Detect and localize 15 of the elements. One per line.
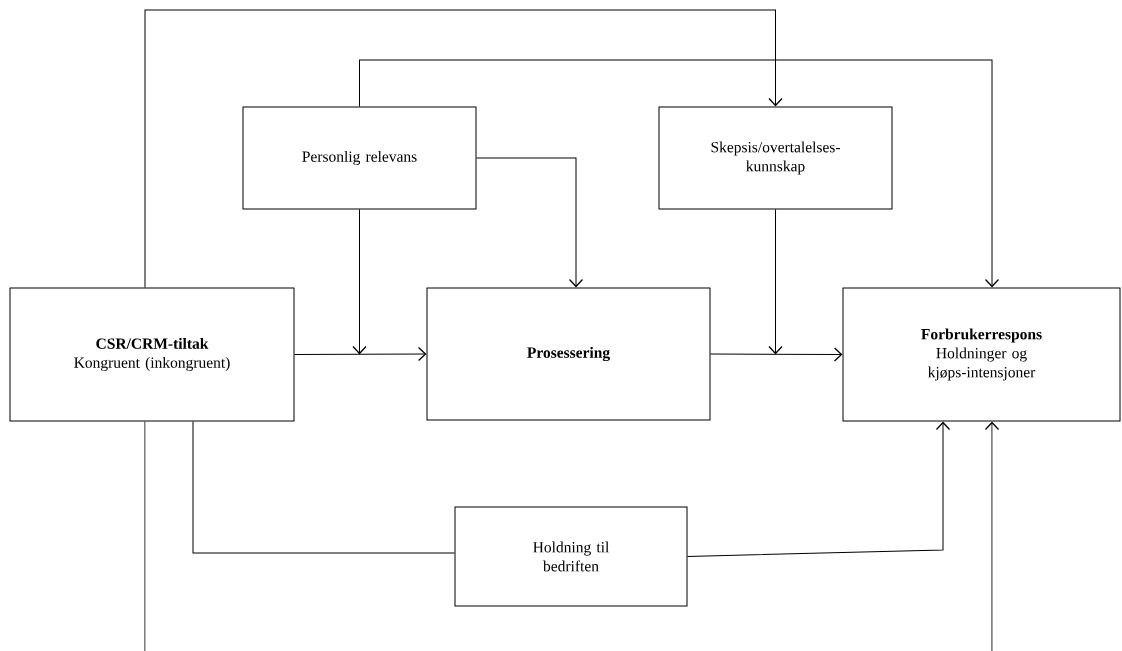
arrow (984, 421, 1000, 651)
arrow (144, 9, 783, 288)
arrow (476, 157, 584, 288)
arrow (768, 209, 783, 355)
arrow (687, 421, 951, 557)
arrow (359, 59, 1000, 288)
process-box: Forbrukerrespons Holdninger og kjøps-intensjoner (842, 287, 1121, 422)
process-box: CSR/CRM-tiltak Kongruent (inkongruent) (9, 287, 295, 422)
process-box: Personlig relevans (242, 106, 477, 210)
process-box: Prosessering (426, 287, 711, 421)
arrow (294, 346, 427, 362)
process-box: Skepsis/overtalelses-kunnskap (658, 106, 893, 210)
process-box: Holdning til bedriften (454, 506, 688, 607)
arrow (710, 347, 843, 362)
arrow (352, 209, 367, 355)
